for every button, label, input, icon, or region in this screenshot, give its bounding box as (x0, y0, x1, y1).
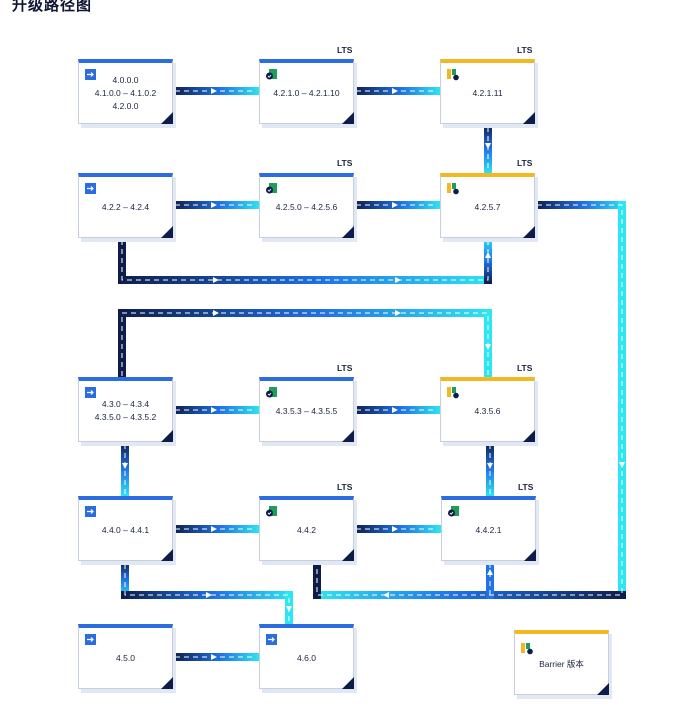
version-node-n3: 4.2.1.11 (440, 59, 535, 124)
version-node-n14: 4.6.0 (259, 624, 354, 689)
pipe-n4-n5 (172, 201, 260, 209)
corner-fold (524, 549, 536, 561)
version-node-n2: 4.2.1.0 – 4.2.1.10 (259, 59, 354, 124)
version-label: 4.2.5.7 (474, 201, 501, 212)
pipe-n11-n12 (353, 525, 441, 533)
lts-tag-n9: LTS (517, 363, 533, 373)
corner-fold (342, 112, 354, 124)
corner-fold (597, 683, 609, 695)
lts-icon (266, 183, 277, 194)
pipe-n6-n12-long (313, 201, 626, 599)
version-label: 4.3.5.3 – 4.3.5.5 (275, 405, 338, 416)
corner-fold (342, 677, 354, 689)
pipe-n2-n3 (353, 87, 441, 95)
version-label: 4.3.0 – 4.3.4 4.3.5.0 – 4.3.5.2 (94, 399, 157, 422)
pipe-n9-n12 (486, 441, 494, 497)
corner-fold (523, 226, 535, 238)
legend-barrier-box: Barrier 版本 (514, 630, 609, 695)
barrier-icon (447, 69, 459, 81)
lts-tag-n12: LTS (518, 482, 534, 492)
standard-arrow-icon (85, 506, 96, 517)
page-title: 升级路径图 (12, 0, 93, 14)
version-node-n5: 4.2.5.0 – 4.2.5.6 (259, 173, 354, 238)
lts-icon (266, 506, 277, 517)
lts-icon (266, 69, 277, 80)
version-label: 4.2.1.11 (472, 87, 503, 98)
version-node-n4: 4.2.2 – 4.2.4 (78, 173, 173, 238)
corner-fold (161, 677, 173, 689)
version-label: 4.4.0 – 4.4.1 (101, 524, 150, 535)
version-label: 4.6.0 (297, 652, 316, 663)
pipe-n3-n6 (484, 124, 492, 174)
barrier-icon (447, 183, 459, 195)
version-label: 4.5.0 (116, 652, 135, 663)
barrier-icon (447, 387, 459, 399)
version-label: 4.0.0.0 4.1.0.0 – 4.1.0.2 4.2.0.0 (94, 74, 157, 111)
lts-icon (266, 387, 277, 398)
version-label: 4.2.5.0 – 4.2.5.6 (275, 201, 338, 212)
lts-tag-n6: LTS (517, 158, 533, 168)
version-label: 4.2.2 – 4.2.4 (101, 201, 150, 212)
standard-arrow-icon (85, 183, 96, 194)
version-label: 4.2.1.0 – 4.2.1.10 (273, 87, 340, 98)
pipe-n7-n10 (121, 441, 129, 497)
corner-fold (523, 430, 535, 442)
pipe-n10-n11 (172, 525, 260, 533)
version-node-n12: 4.4.2.1 (441, 496, 536, 561)
version-node-n7: 4.3.0 – 4.3.4 4.3.5.0 – 4.3.5.2 (78, 377, 173, 442)
pipe-n13-n14 (172, 653, 260, 661)
standard-arrow-icon (85, 634, 96, 645)
pipe-n10-n14-loop (121, 561, 293, 625)
lts-tag-n5: LTS (337, 158, 353, 168)
standard-arrow-icon (85, 387, 96, 398)
corner-fold (161, 112, 173, 124)
corner-fold (342, 549, 354, 561)
lts-tag-n3: LTS (517, 45, 533, 55)
version-label: 4.4.2 (297, 524, 316, 535)
lts-icon (448, 506, 459, 517)
version-node-n6: 4.2.5.7 (440, 173, 535, 238)
version-label: 4.4.2.1 (475, 524, 502, 535)
lts-tag-n8: LTS (337, 363, 353, 373)
lts-tag-n11: LTS (337, 482, 353, 492)
pipe-n8-n9 (353, 406, 441, 414)
version-node-n10: 4.4.0 – 4.4.1 (78, 496, 173, 561)
version-label: 4.3.5.6 (474, 405, 501, 416)
pipe-n7-n8 (172, 406, 260, 414)
corner-fold (523, 112, 535, 124)
legend-label: Barrier 版本 (539, 658, 584, 669)
version-node-n1: 4.0.0.0 4.1.0.0 – 4.1.0.2 4.2.0.0 (78, 59, 173, 124)
pipe-n1-n2 (172, 87, 260, 95)
barrier-icon (521, 643, 533, 655)
version-node-n8: 4.3.5.3 – 4.3.5.5 (259, 377, 354, 442)
corner-fold (161, 430, 173, 442)
standard-arrow-icon (85, 69, 96, 80)
corner-fold (161, 549, 173, 561)
version-node-n13: 4.5.0 (78, 624, 173, 689)
lts-tag-n2: LTS (337, 45, 353, 55)
corner-fold (342, 226, 354, 238)
pipe-n5-n6 (353, 201, 441, 209)
version-node-n11: 4.4.2 (259, 496, 354, 561)
corner-fold (342, 430, 354, 442)
version-node-n9: 4.3.5.6 (440, 377, 535, 442)
corner-fold (161, 226, 173, 238)
pipe-n7-n9-loop (118, 309, 492, 379)
pipe-n4-n6-loop (118, 237, 492, 284)
standard-arrow-icon (266, 634, 277, 645)
